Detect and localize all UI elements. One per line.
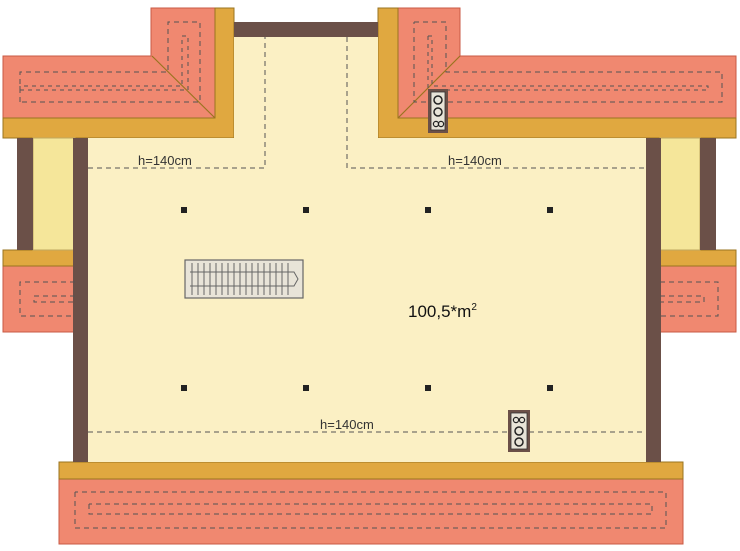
wall-right-outer (700, 138, 716, 250)
window-left (32, 137, 76, 251)
chimney-icon (428, 89, 448, 133)
pillar-icon (547, 207, 553, 213)
pillars-group (181, 207, 553, 391)
pillar-icon (303, 207, 309, 213)
height-label-bottom: h=140cm (320, 417, 374, 432)
eaves-left-side (2, 249, 76, 267)
eaves-right-side (659, 249, 737, 267)
wall-top (234, 22, 378, 37)
roof-left-side (2, 265, 76, 333)
area-unit-superscript: 2 (471, 302, 477, 313)
staircase-icon (184, 259, 304, 299)
wall-left (73, 138, 88, 462)
pillar-icon (425, 385, 431, 391)
area-value: 100,5*m (408, 302, 471, 321)
height-label-top-left: h=140cm (138, 153, 192, 168)
floor-area (88, 37, 646, 462)
pillar-icon (425, 207, 431, 213)
area-label: 100,5*m2 (408, 302, 477, 321)
wall-right (646, 138, 661, 462)
pillar-icon (181, 385, 187, 391)
roof-right-side (659, 265, 737, 333)
pillar-icon (303, 385, 309, 391)
wall-left-outer (17, 138, 33, 250)
window-right (659, 137, 701, 251)
eaves-bottom (58, 461, 684, 480)
pillar-icon (181, 207, 187, 213)
chimney-icon (508, 410, 530, 452)
pillar-icon (547, 385, 553, 391)
height-label-top-right: h=140cm (448, 153, 502, 168)
roof-bottom (58, 477, 684, 545)
